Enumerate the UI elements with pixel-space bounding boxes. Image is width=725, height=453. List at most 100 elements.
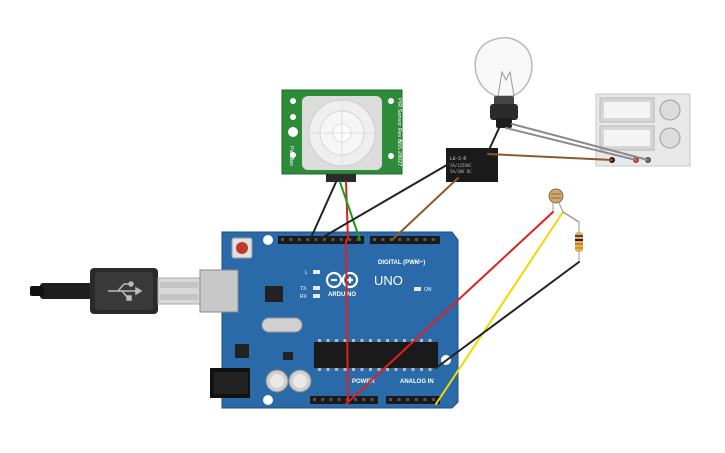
analog-header xyxy=(386,396,440,404)
header-pin xyxy=(314,238,318,241)
header-pin xyxy=(406,238,410,241)
pir-brand: Parallax xyxy=(288,146,294,166)
header-pin xyxy=(281,238,284,241)
ic-pin xyxy=(369,339,372,342)
wire-bulb-supply-a xyxy=(505,127,637,161)
led-l xyxy=(313,270,320,274)
capacitor xyxy=(288,369,312,393)
wire-ldr-resistor xyxy=(562,211,580,223)
led-tx xyxy=(313,286,320,290)
ic-pin xyxy=(343,339,347,342)
header-pin xyxy=(323,238,326,241)
wire-relay-supply xyxy=(487,153,613,161)
reset-button[interactable] xyxy=(231,237,253,259)
header-pin xyxy=(389,398,392,401)
header-pin xyxy=(356,238,360,241)
ic-pin xyxy=(377,368,381,371)
led-rx xyxy=(313,294,320,298)
wire-relay-gnd xyxy=(317,161,453,241)
wires xyxy=(309,123,649,405)
header-pin xyxy=(354,398,357,401)
chip xyxy=(283,352,293,360)
header-pin xyxy=(362,398,366,401)
ic-pin xyxy=(335,339,338,342)
ic-pin xyxy=(394,368,398,371)
pir-model-number: 555-28027 xyxy=(396,140,402,166)
voltage-knob[interactable] xyxy=(659,99,681,121)
relay-label-1: LU-5-R xyxy=(450,156,467,162)
ic-pin xyxy=(428,339,432,342)
mounting-hole xyxy=(263,235,273,245)
ic-pin xyxy=(377,339,381,342)
led-l-label: L xyxy=(305,270,308,276)
arduino-uno-board: L TX RX ON ARDUINO UNO DIGITAL (PWM~) PO… xyxy=(199,231,459,409)
header-pin xyxy=(306,238,310,241)
header-pin xyxy=(398,238,402,241)
relay: LU-5-R 5A/125VAC 5A/30V DC xyxy=(446,148,498,182)
header-pin xyxy=(339,238,343,241)
power-header-label: POWER xyxy=(352,379,375,385)
ic-pin xyxy=(360,368,364,371)
ic-pin xyxy=(403,368,406,371)
header-pin xyxy=(331,238,335,241)
relay-label-3: 5A/30V DC xyxy=(450,169,472,174)
ic-pin xyxy=(428,368,432,371)
header-pin xyxy=(329,398,333,401)
wire-bulb-supply-b xyxy=(511,123,649,161)
digital-header-low xyxy=(370,236,440,244)
pir-side-text: PIR Sensor Rev B xyxy=(396,98,402,143)
header-pin xyxy=(423,398,427,401)
ic-pin xyxy=(326,339,330,342)
digital-header-label: DIGITAL (PWM~) xyxy=(378,260,425,266)
led-on xyxy=(414,287,421,291)
led-on-label: ON xyxy=(424,287,432,293)
power-header xyxy=(310,396,378,404)
usb-port xyxy=(199,269,239,313)
ic-pin xyxy=(386,339,389,342)
header-pin xyxy=(313,398,316,401)
ic-pin xyxy=(386,368,389,371)
header-pin xyxy=(432,398,435,401)
header-pin xyxy=(348,238,352,241)
header-pin xyxy=(415,238,418,241)
wire-relay-signal xyxy=(391,177,459,241)
chip xyxy=(265,286,283,302)
current-knob[interactable] xyxy=(659,127,681,149)
board-model: UNO xyxy=(374,273,403,288)
atmega-microcontroller xyxy=(314,339,438,371)
ic-pin xyxy=(318,339,321,342)
ic-pin xyxy=(411,368,415,371)
wire-ldr-5v xyxy=(345,211,554,405)
usb-icon xyxy=(108,281,143,301)
pir-motion-sensor: PIR Sensor Rev B 555-28027 Parallax xyxy=(281,89,403,182)
ic-pin xyxy=(420,339,423,342)
header-pin xyxy=(321,398,325,401)
ic-pin xyxy=(326,368,330,371)
wire-resistor-gnd xyxy=(435,261,580,369)
header-pin xyxy=(373,238,376,241)
wire-5v xyxy=(345,239,349,403)
ic-pin xyxy=(352,368,355,371)
ic-pin xyxy=(335,368,338,371)
light-bulb xyxy=(474,37,533,128)
usb-cable xyxy=(30,268,201,314)
header-pin xyxy=(414,398,418,401)
ic-pin xyxy=(403,339,406,342)
header-pin xyxy=(337,398,341,401)
crystal-oscillator xyxy=(261,317,303,333)
wire-pir-signal xyxy=(339,181,361,241)
header-pin xyxy=(406,398,410,401)
wire-pir-gnd xyxy=(309,181,337,241)
mounting-hole xyxy=(263,395,273,405)
resistor xyxy=(575,222,583,262)
relay-label-2: 5A/125VAC xyxy=(450,163,472,168)
pir-connector xyxy=(326,174,356,182)
wire-ldr-a0 xyxy=(435,211,564,405)
header-pin xyxy=(423,238,427,241)
led-tx-label: TX xyxy=(300,286,307,292)
ic-pin xyxy=(369,368,372,371)
header-pin xyxy=(397,398,401,401)
ic-pin xyxy=(352,339,355,342)
wire-bulb-relay xyxy=(487,125,501,153)
